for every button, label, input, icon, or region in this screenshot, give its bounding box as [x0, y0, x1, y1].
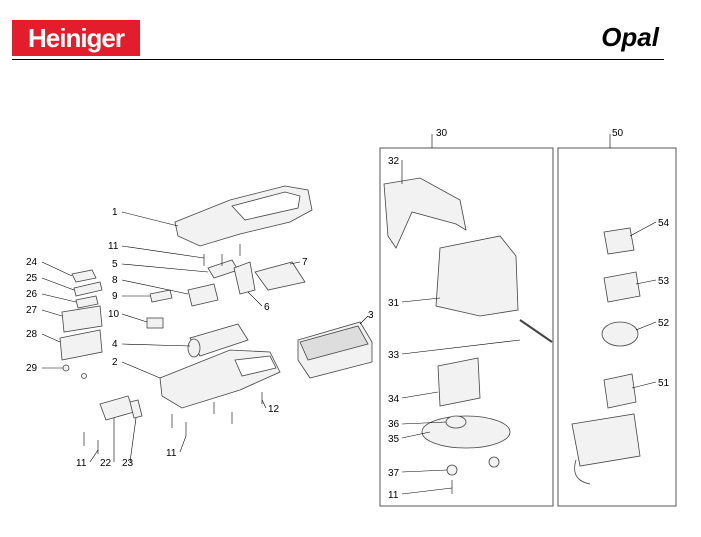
callout-10: 10	[108, 309, 120, 320]
callout-5: 5	[112, 259, 118, 270]
model-title: Opal	[601, 22, 659, 52]
callout-24: 24	[26, 257, 38, 268]
callout-11a: 11	[108, 241, 119, 252]
clamp-part-6	[233, 261, 256, 295]
strip-part-23	[129, 399, 143, 419]
leader-lines	[41, 134, 657, 495]
callout-1: 1	[112, 207, 118, 218]
screws-set	[83, 244, 263, 454]
comb-part-28	[59, 329, 103, 361]
plate-part-34	[437, 357, 481, 407]
foot-part-37b	[488, 456, 500, 468]
upper-housing-detail	[231, 191, 301, 221]
guard-part-22	[99, 395, 135, 421]
stand-cover-part-32	[383, 177, 467, 249]
callout-6: 6	[264, 302, 270, 313]
callout-32: 32	[388, 156, 400, 167]
spring-part-24	[71, 269, 97, 283]
header-divider	[12, 59, 664, 60]
callout-37: 37	[388, 468, 400, 479]
rod-part-33	[519, 319, 553, 343]
callout-35: 35	[388, 434, 400, 445]
bracket-part-8	[187, 283, 219, 307]
logo-text: Heiniger	[27, 23, 125, 53]
charger-cable	[574, 459, 591, 485]
callout-11b: 11	[76, 458, 87, 469]
block-part-10	[146, 317, 164, 329]
callout-28: 28	[26, 329, 38, 340]
callout-54: 54	[658, 218, 670, 229]
stand-base-part-31	[435, 235, 519, 317]
callout-12: 12	[268, 404, 280, 415]
lower-housing-detail	[234, 355, 277, 377]
callout-53: 53	[658, 276, 670, 287]
heiniger-logo: Heiniger	[12, 20, 140, 56]
charger-adapter-part	[571, 413, 641, 467]
cap-part-36	[445, 415, 467, 429]
plug-part-52	[601, 321, 639, 347]
callout-51: 51	[658, 378, 670, 389]
callout-9: 9	[112, 291, 118, 302]
callout-22: 22	[100, 458, 112, 469]
callout-27: 27	[26, 305, 38, 316]
callout-31: 31	[388, 298, 400, 309]
plate-part-9	[149, 289, 173, 303]
plug-part-51	[603, 373, 637, 409]
small-screw-part	[81, 373, 87, 379]
callout-3: 3	[368, 310, 374, 321]
callout-11c: 11	[166, 448, 177, 459]
callout-8: 8	[112, 275, 118, 286]
callout-11d: 11	[388, 490, 399, 501]
clamp-part-5	[207, 259, 239, 279]
callout-50: 50	[612, 128, 624, 139]
group-box-50	[557, 147, 677, 507]
motor-end	[187, 338, 201, 358]
callout-25: 25	[26, 273, 38, 284]
callout-36: 36	[388, 419, 400, 430]
foot-part-37	[446, 464, 458, 476]
callout-23: 23	[122, 458, 134, 469]
lever-part-25	[73, 281, 103, 297]
callout-52: 52	[658, 318, 670, 329]
base-plate-part-35	[421, 415, 511, 449]
battery-top	[299, 325, 369, 361]
callout-7: 7	[302, 257, 308, 268]
circuit-board-part	[254, 261, 306, 291]
callout-26: 26	[26, 289, 38, 300]
callout-29: 29	[26, 363, 38, 374]
nut-part-29	[62, 364, 70, 372]
plug-part-53	[603, 271, 641, 303]
group-box-30	[379, 147, 554, 507]
plug-part-54	[603, 227, 635, 255]
callout-2: 2	[112, 357, 118, 368]
callout-34: 34	[388, 394, 400, 405]
pin-part-26	[75, 295, 99, 309]
callout-30: 30	[436, 128, 448, 139]
callout-4: 4	[112, 339, 118, 350]
cutter-part-27	[61, 305, 103, 333]
callout-labels: 1 11 5 8 9 10 4 2 7 6 3 12 24 25 26 27 2…	[26, 128, 670, 501]
callout-33: 33	[388, 350, 400, 361]
